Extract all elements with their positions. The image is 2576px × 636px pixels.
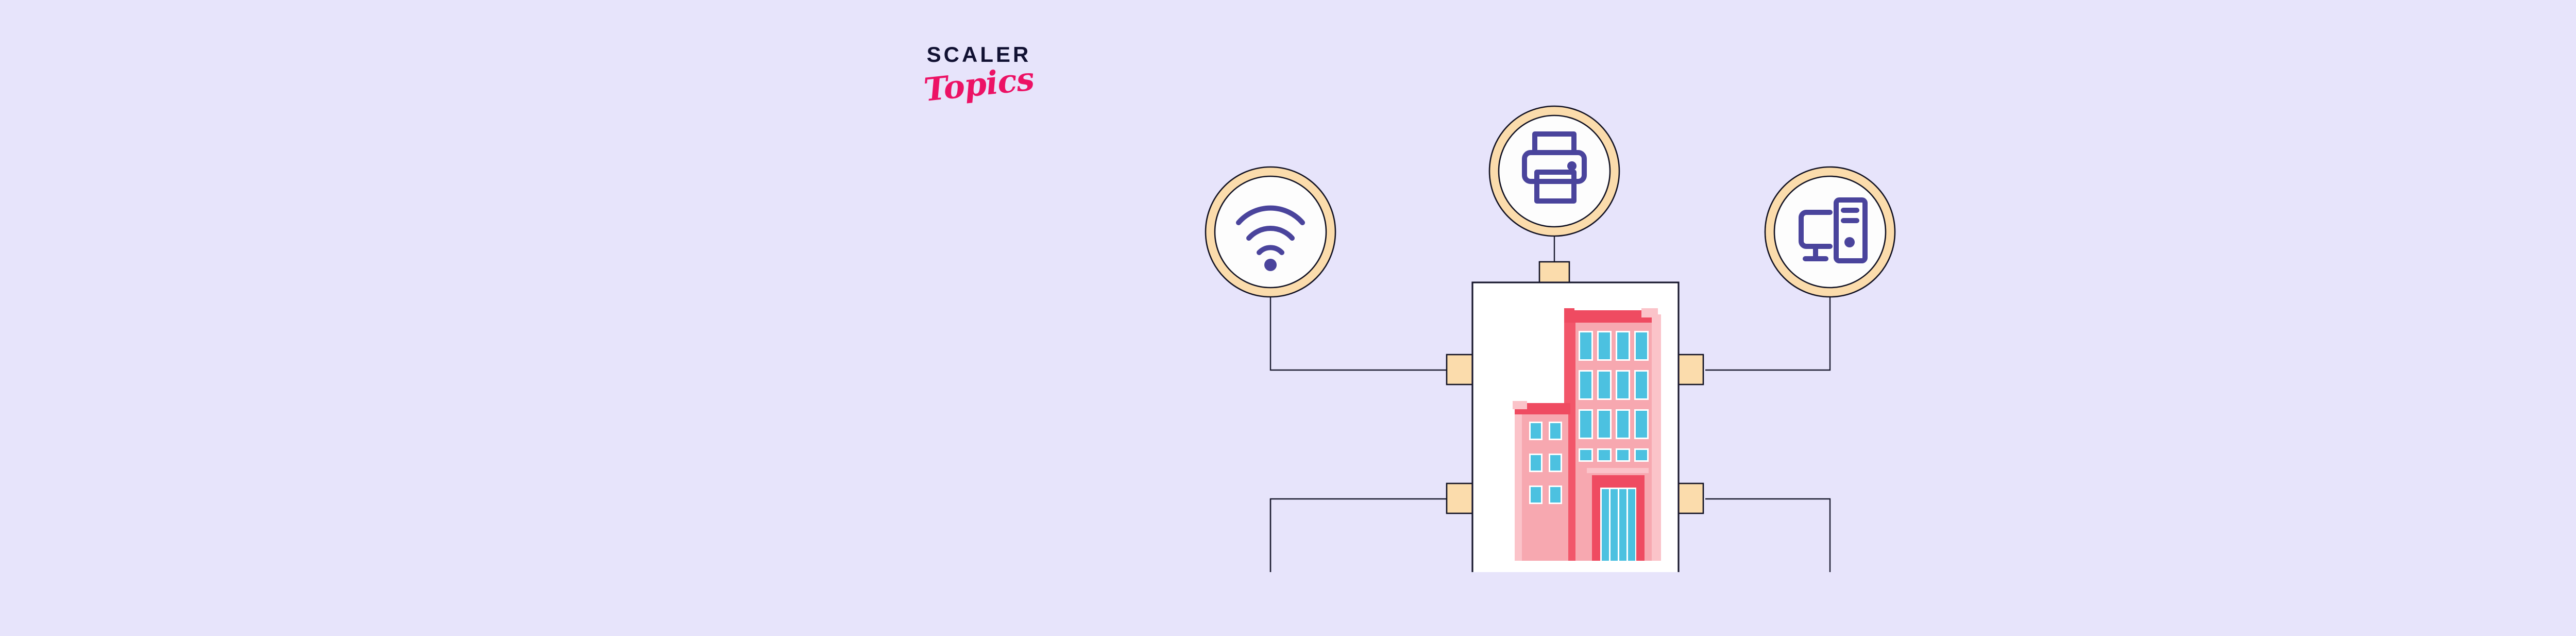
- node-desktop-face: [1773, 175, 1887, 289]
- central-hub[interactable]: [1446, 261, 1704, 572]
- edge-laptop-to-hub: [1705, 498, 1831, 572]
- edge-desktop-to-hub: [1705, 297, 1831, 371]
- node-desktop[interactable]: [1764, 166, 1896, 298]
- node-printer[interactable]: [1488, 105, 1620, 237]
- edge-wifi-to-hub: [1269, 297, 1463, 371]
- port-left-upper[interactable]: [1446, 354, 1477, 386]
- wifi-icon: [1236, 205, 1305, 271]
- node-wifi-face: [1214, 175, 1327, 289]
- desktop-computer-icon: [1799, 197, 1868, 263]
- port-left-lower[interactable]: [1446, 482, 1477, 514]
- printer-icon: [1522, 131, 1587, 204]
- building-windows-tall: [1579, 331, 1649, 462]
- edge-server-to-hub: [1269, 498, 1463, 572]
- logo-wordmark-scaler: SCALER: [926, 42, 1031, 66]
- scaler-topics-logo: SCALER Topics: [896, 44, 1061, 137]
- logo-wordmark-topics: Topics: [922, 60, 1036, 109]
- network-topology-diagram: [1185, 46, 1917, 572]
- port-top[interactable]: [1538, 261, 1570, 284]
- connector-edges: [1269, 236, 1831, 572]
- building-windows-short: [1529, 422, 1562, 504]
- node-wifi[interactable]: [1205, 166, 1336, 298]
- office-building-icon: [1513, 308, 1661, 561]
